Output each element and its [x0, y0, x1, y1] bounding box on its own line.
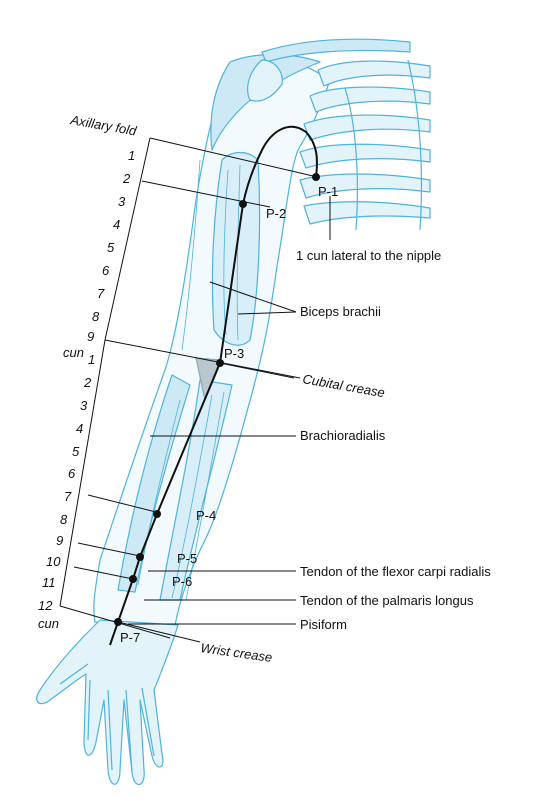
cubital-crease-label: Cubital crease — [301, 371, 385, 400]
label-p3: P-3 — [224, 346, 244, 361]
pisiform-label: Pisiform — [300, 617, 347, 632]
label-p5: P-5 — [177, 551, 197, 566]
brachioradialis-label: Brachioradialis — [300, 428, 386, 443]
lower-tick-2: 2 — [83, 375, 92, 390]
lower-tick-5: 5 — [72, 444, 80, 459]
upper-tick-2: 2 — [122, 171, 131, 186]
upper-tick-9: 9 — [87, 329, 94, 344]
lower-tick-6: 6 — [68, 466, 76, 481]
point-p1 — [312, 173, 320, 181]
biceps-label: Biceps brachii — [300, 304, 381, 319]
lower-tick-11: 11 — [42, 575, 56, 590]
upper-tick-5: 5 — [107, 240, 115, 255]
nipple-note-label: 1 cun lateral to the nipple — [296, 248, 441, 263]
lower-tick-9: 9 — [56, 533, 63, 548]
point-p2 — [239, 200, 247, 208]
label-p6: P-6 — [172, 574, 192, 589]
label-p1: P-1 — [318, 184, 338, 199]
upper-tick-7: 7 — [97, 286, 105, 301]
upper-scale-axis — [105, 138, 150, 340]
lower-scale-axis — [60, 340, 105, 606]
arm-anatomy-illustration — [37, 39, 430, 784]
lower-tick-12: 12 — [38, 598, 53, 613]
lower-tick-8: 8 — [60, 512, 68, 527]
lower-tick-1: 1 — [88, 352, 95, 367]
lower-tick-10: 10 — [46, 554, 61, 569]
upper-unit: cun — [63, 345, 84, 360]
upper-tick-6: 6 — [102, 263, 110, 278]
lower-tick-3: 3 — [80, 398, 88, 413]
label-p7: P-7 — [120, 630, 140, 645]
lower-tick-7: 7 — [64, 489, 72, 504]
point-p5 — [136, 553, 144, 561]
palmaris-tendon-label: Tendon of the palmaris longus — [300, 593, 474, 608]
lower-unit: cun — [38, 616, 59, 631]
flexor-tendon-label: Tendon of the flexor carpi radialis — [300, 564, 491, 579]
upper-tick-4: 4 — [113, 217, 120, 232]
palm — [37, 620, 178, 785]
label-p4: P-4 — [196, 508, 216, 523]
upper-tick-8: 8 — [92, 309, 100, 324]
point-p6 — [129, 575, 137, 583]
wrist-crease-label: Wrist crease — [200, 640, 274, 665]
upper-tick-3: 3 — [118, 194, 126, 209]
lower-tick-4: 4 — [76, 421, 83, 436]
point-p4 — [153, 510, 161, 518]
axillary-fold-label: Axillary fold — [68, 112, 138, 139]
upper-tick-1: 1 — [128, 148, 135, 163]
label-p2: P-2 — [266, 206, 286, 221]
